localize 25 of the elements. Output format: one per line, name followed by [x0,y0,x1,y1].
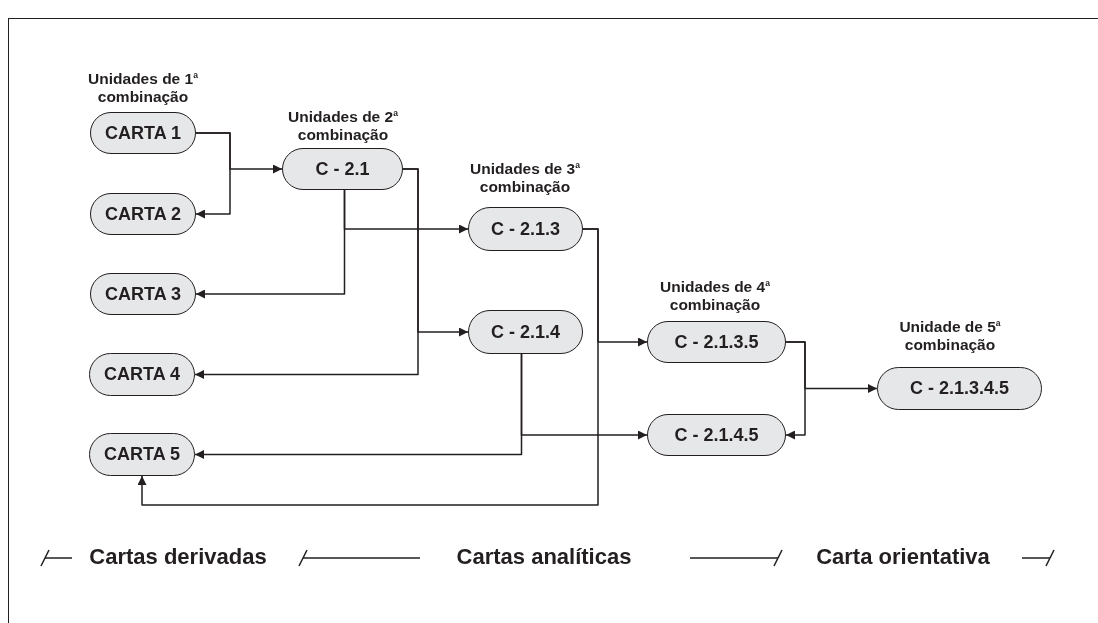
column-heading: Unidade de 5$^{a}$ combinação [898,318,1002,355]
unit-pill: CARTA 1 [90,112,196,154]
connector-arrow [194,168,419,379]
category-label: Carta orientativa [816,544,990,570]
unit-pill: CARTA 3 [90,273,196,315]
category-label: Cartas derivadas [89,544,267,570]
unit-pill: CARTA 2 [90,193,196,235]
column-heading: Unidades de 4$^{a}$ combinação [659,278,771,315]
column-heading: Unidades de 3$^{a}$ combinação [469,160,581,197]
connector-arrow [785,341,806,440]
connector-arrow [195,132,231,219]
unit-pill: C - 2.1.4 [468,310,583,354]
unit-pill: C - 2.1.3.5 [647,321,786,363]
connector-arrow [195,189,346,299]
column-heading: Unidades de 2$^{a}$ combinação [287,108,399,145]
connector-arrow [194,353,523,459]
unit-pill: C - 2.1.3.4.5 [877,367,1042,410]
unit-pill: CARTA 5 [89,433,195,476]
unit-pill: C - 2.1 [282,148,403,190]
unit-pill: C - 2.1.4.5 [647,414,786,456]
category-label: Cartas analíticas [456,544,632,570]
column-heading: Unidades de 1$^{a}$ combinação [87,70,199,107]
unit-pill: CARTA 4 [89,353,195,396]
connector-arrow [137,228,599,506]
unit-pill: C - 2.1.3 [468,207,583,251]
